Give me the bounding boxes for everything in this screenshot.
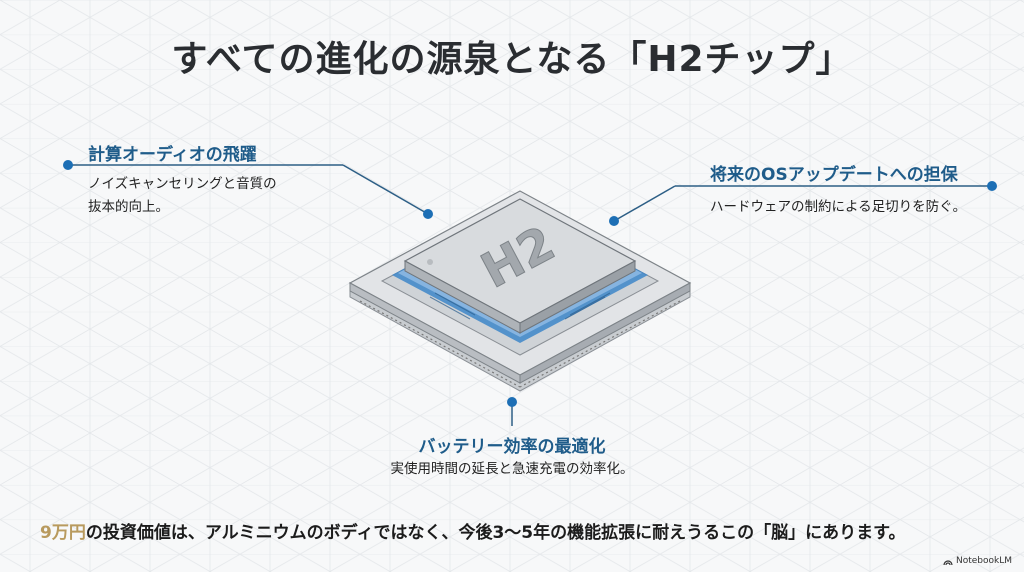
brand-label: NotebookLM [955, 556, 1012, 566]
dot-icon [423, 209, 433, 219]
callout-right-title: 将来のOSアップデートへの担保 [710, 165, 958, 185]
notebooklm-logo-icon [943, 560, 953, 565]
h2-chip-illustration: H2 [348, 190, 692, 392]
callout-left-desc-line2: 抜本的向上。 [88, 199, 169, 215]
dot-icon [987, 181, 997, 191]
callout-left-title: 計算オーディオの飛躍 [88, 145, 257, 165]
callout-right-desc: ハードウェアの制約による足切りを防ぐ。 [710, 199, 967, 215]
callout-bottom-desc: 実使用時間の延長と急速充電の効率化。 [390, 461, 634, 477]
footer-text: の投資価値は、アルミニウムのボディではなく、今後3〜5年の機能拡張に耐えうるこの… [85, 523, 906, 543]
callout-left-desc-line1: ノイズキャンセリングと音質の [88, 176, 277, 192]
dot-icon [507, 397, 517, 407]
dot-icon [609, 216, 619, 226]
page-title: すべての進化の源泉となる「H2チップ」 [171, 39, 853, 80]
footer-statement: 9万円の投資価値は、アルミニウムのボディではなく、今後3〜5年の機能拡張に耐えう… [40, 518, 905, 543]
brand-watermark: NotebookLM [943, 556, 1012, 566]
dot-icon [63, 160, 73, 170]
callout-left-desc: ノイズキャンセリングと音質の 抜本的向上。 [88, 173, 277, 219]
callout-bottom-title: バッテリー効率の最適化 [418, 437, 606, 457]
price-highlight: 9万円 [40, 523, 86, 543]
